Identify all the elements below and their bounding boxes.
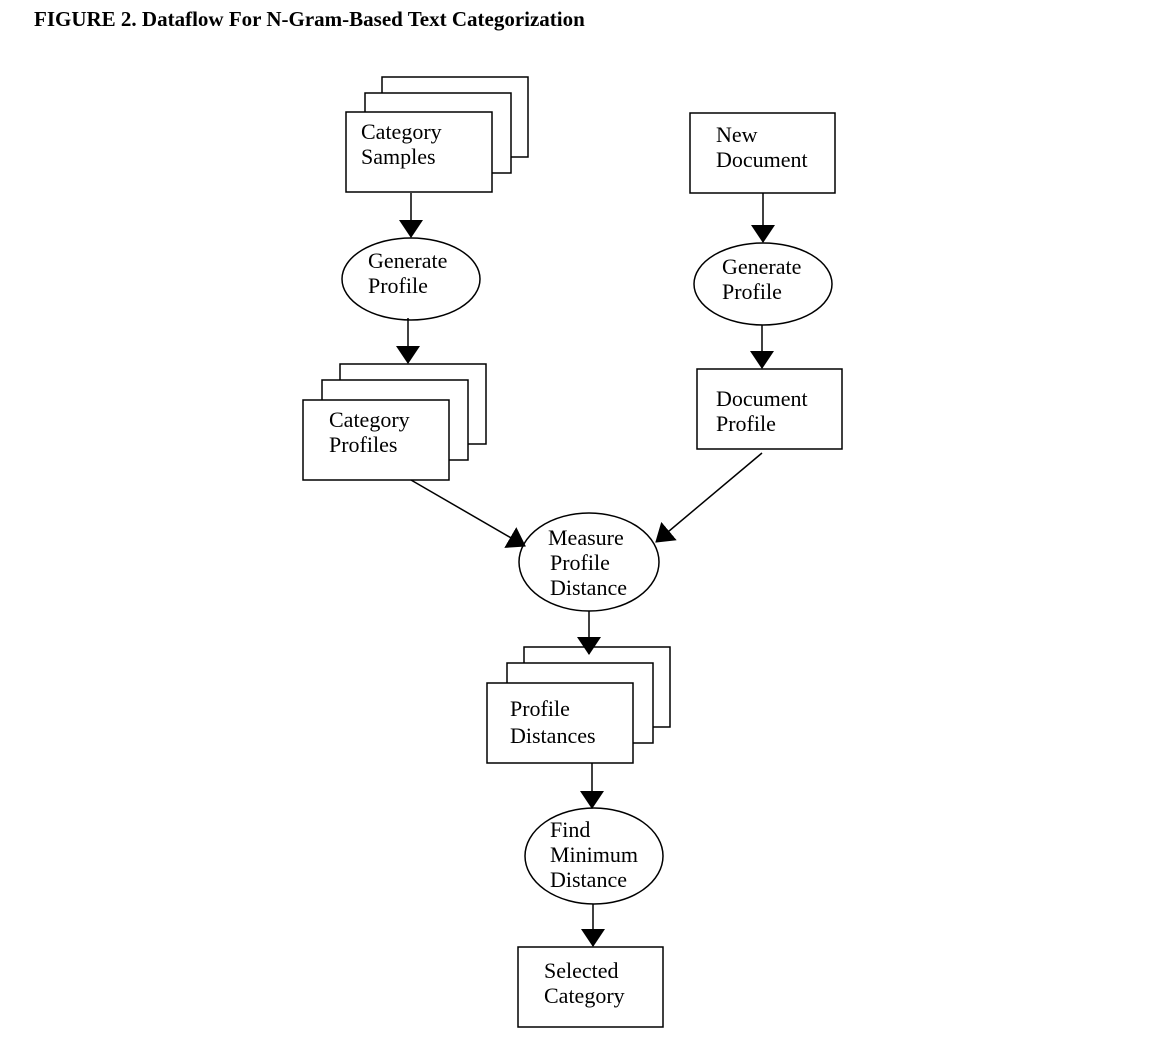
document-profile-label-2: Profile: [716, 411, 776, 436]
category-profiles-node: Category Profiles: [302, 363, 487, 481]
new-document-label-2: Document: [716, 147, 808, 172]
new-document-node: New Document: [689, 112, 836, 194]
profile-distances-label-2: Distances: [510, 723, 596, 748]
category-samples-label-2: Samples: [361, 144, 436, 169]
generate-profile-right-label-2: Profile: [722, 279, 782, 304]
profile-distances-node: Profile Distances: [486, 646, 671, 764]
find-minimum-distance-node: Find Minimum Distance: [524, 807, 664, 905]
selected-category-label-1: Selected: [544, 958, 619, 983]
figure-title: FIGURE 2. Dataflow For N-Gram-Based Text…: [34, 7, 585, 31]
generate-profile-left-label-1: Generate: [368, 248, 447, 273]
measure-profile-distance-label-3: Distance: [550, 575, 627, 600]
category-profiles-label-1: Category: [329, 407, 410, 432]
find-minimum-distance-label-3: Distance: [550, 867, 627, 892]
arrow-document-profile-to-measure: [655, 452, 763, 543]
find-minimum-distance-label-1: Find: [550, 817, 590, 842]
document-profile-label-1: Document: [716, 386, 808, 411]
new-document-label-1: New: [716, 122, 758, 147]
generate-profile-left-node: Generate Profile: [341, 237, 481, 321]
document-profile-node: Document Profile: [696, 368, 843, 450]
find-minimum-distance-label-2: Minimum: [550, 842, 638, 867]
measure-profile-distance-label-1: Measure: [548, 525, 624, 550]
selected-category-node: Selected Category: [517, 946, 664, 1028]
category-profiles-label-2: Profiles: [329, 432, 397, 457]
profile-distances-label-1: Profile: [510, 696, 570, 721]
selected-category-label-2: Category: [544, 983, 625, 1008]
generate-profile-right-label-1: Generate: [722, 254, 801, 279]
generate-profile-right-node: Generate Profile: [693, 242, 833, 326]
measure-profile-distance-node: Measure Profile Distance: [518, 512, 660, 612]
generate-profile-left-label-2: Profile: [368, 273, 428, 298]
category-samples-label-1: Category: [361, 119, 442, 144]
category-samples-node: Category Samples: [345, 76, 529, 193]
arrow-category-profiles-to-measure: [410, 479, 526, 548]
measure-profile-distance-label-2: Profile: [550, 550, 610, 575]
